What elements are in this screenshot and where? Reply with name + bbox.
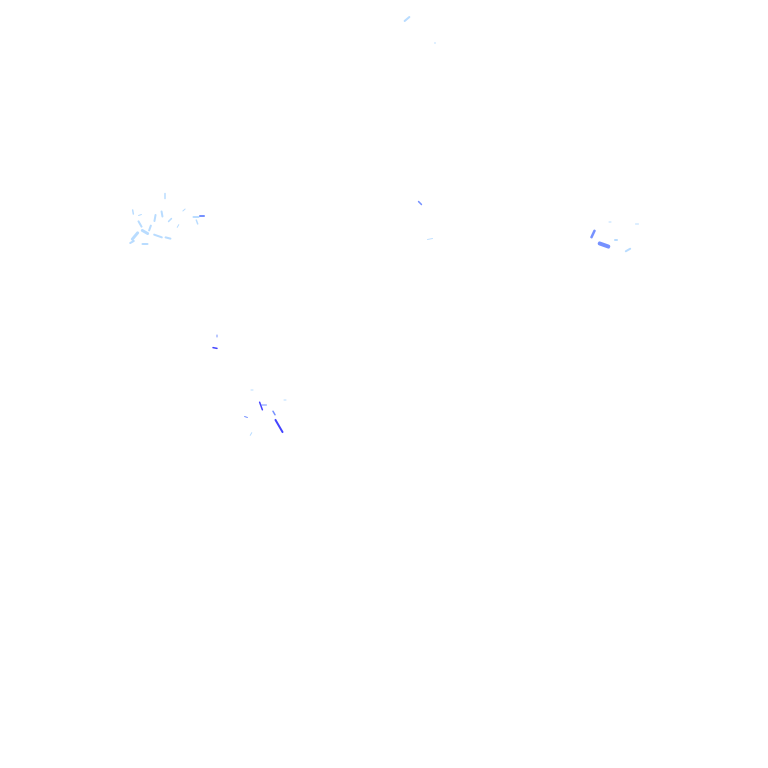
- precipitation-echo-light: [176, 224, 180, 228]
- precipitation-echoes: [129, 16, 639, 436]
- precipitation-echo-light: [148, 224, 152, 232]
- precipitation-echo-light: [182, 208, 186, 212]
- precipitation-echo-moderate: [417, 200, 423, 206]
- precipitation-echo-moderate: [244, 415, 248, 419]
- precipitation-echo-heavy: [212, 346, 218, 350]
- precipitation-echo-light: [249, 432, 253, 436]
- precipitation-echo-light: [138, 213, 142, 217]
- precipitation-echo-light: [153, 214, 157, 222]
- precipitation-echo-light: [129, 240, 135, 244]
- precipitation-echo-light: [130, 231, 140, 241]
- precipitation-echo-moderate: [590, 229, 596, 239]
- precipitation-echo-moderate: [272, 410, 276, 416]
- precipitation-echo-light: [167, 217, 173, 223]
- precipitation-echo-light: [164, 236, 172, 240]
- precipitation-echo-light: [624, 247, 632, 253]
- precipitation-echo-light: [160, 210, 164, 218]
- precipitation-echo-heavy: [258, 401, 264, 411]
- precipitation-echo-light: [131, 209, 135, 215]
- precipitation-echo-light: [403, 16, 411, 22]
- precipitation-echo-light: [427, 238, 433, 240]
- precipitation-echo-light: [137, 220, 143, 228]
- precipitation-echo-heavy: [274, 418, 284, 434]
- precipitation-echo-light: [195, 219, 199, 225]
- precipitation-echo-moderate: [597, 241, 611, 249]
- precipitation-echo-light: [140, 229, 150, 235]
- precipitation-echo-light: [153, 233, 163, 239]
